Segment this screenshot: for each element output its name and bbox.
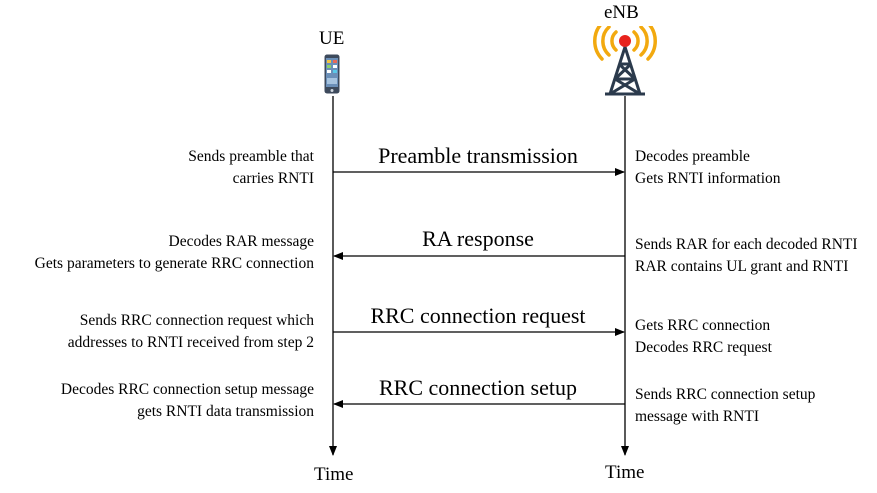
enb-note-line: Gets RNTI information — [635, 170, 781, 187]
ue-note-line: Decodes RRC connection setup message — [60, 381, 314, 398]
enb-note-step-3: Gets RRC connection Decodes RRC request — [635, 315, 772, 359]
enb-note-line: Sends RAR for each decoded RNTI — [635, 236, 858, 253]
ue-note-line: addresses to RNTI received from step 2 — [67, 334, 314, 351]
enb-note-step-2: Sends RAR for each decoded RNTI RAR cont… — [635, 234, 858, 278]
enb-note-step-1: Decodes preamble Gets RNTI information — [635, 146, 781, 190]
cell-tower-icon — [593, 26, 657, 96]
ue-note-line: gets RNTI data transmission — [137, 403, 314, 420]
enb-note-line: Gets RRC connection — [635, 317, 771, 334]
ue-note-line: Sends preamble that — [188, 148, 314, 165]
ue-note-line: carries RNTI — [232, 170, 314, 187]
message-label-ra-response: RA response — [422, 226, 534, 251]
message-label-rrc-setup: RRC connection setup — [379, 375, 577, 400]
ue-note-step-3: Sends RRC connection request which addre… — [68, 310, 314, 354]
enb-label: eNB — [604, 2, 639, 23]
ue-note-step-4: Decodes RRC connection setup message get… — [61, 379, 314, 423]
ue-note-line: Sends RRC connection request which — [79, 312, 314, 329]
ue-time-label: Time — [314, 464, 354, 485]
ue-label: UE — [319, 28, 345, 49]
enb-note-line: message with RNTI — [635, 408, 759, 425]
ue-note-step-2: Decodes RAR message Gets parameters to g… — [35, 231, 314, 275]
ue-note-line: Decodes RAR message — [168, 233, 315, 250]
enb-time-label: Time — [605, 462, 645, 483]
enb-note-line: Decodes preamble — [635, 148, 750, 165]
ue-note-line: Gets parameters to generate RRC connecti… — [34, 255, 314, 272]
enb-note-line: Sends RRC connection setup — [635, 386, 816, 403]
message-label-rrc-request: RRC connection request — [370, 303, 586, 328]
smartphone-icon — [324, 54, 340, 94]
enb-note-line: Decodes RRC request — [635, 339, 772, 356]
ue-note-step-1: Sends preamble that carries RNTI — [188, 146, 314, 190]
message-label-preamble: Preamble transmission — [378, 143, 578, 168]
enb-note-step-4: Sends RRC connection setup message with … — [635, 384, 815, 428]
enb-note-line: RAR contains UL grant and RNTI — [635, 258, 849, 275]
